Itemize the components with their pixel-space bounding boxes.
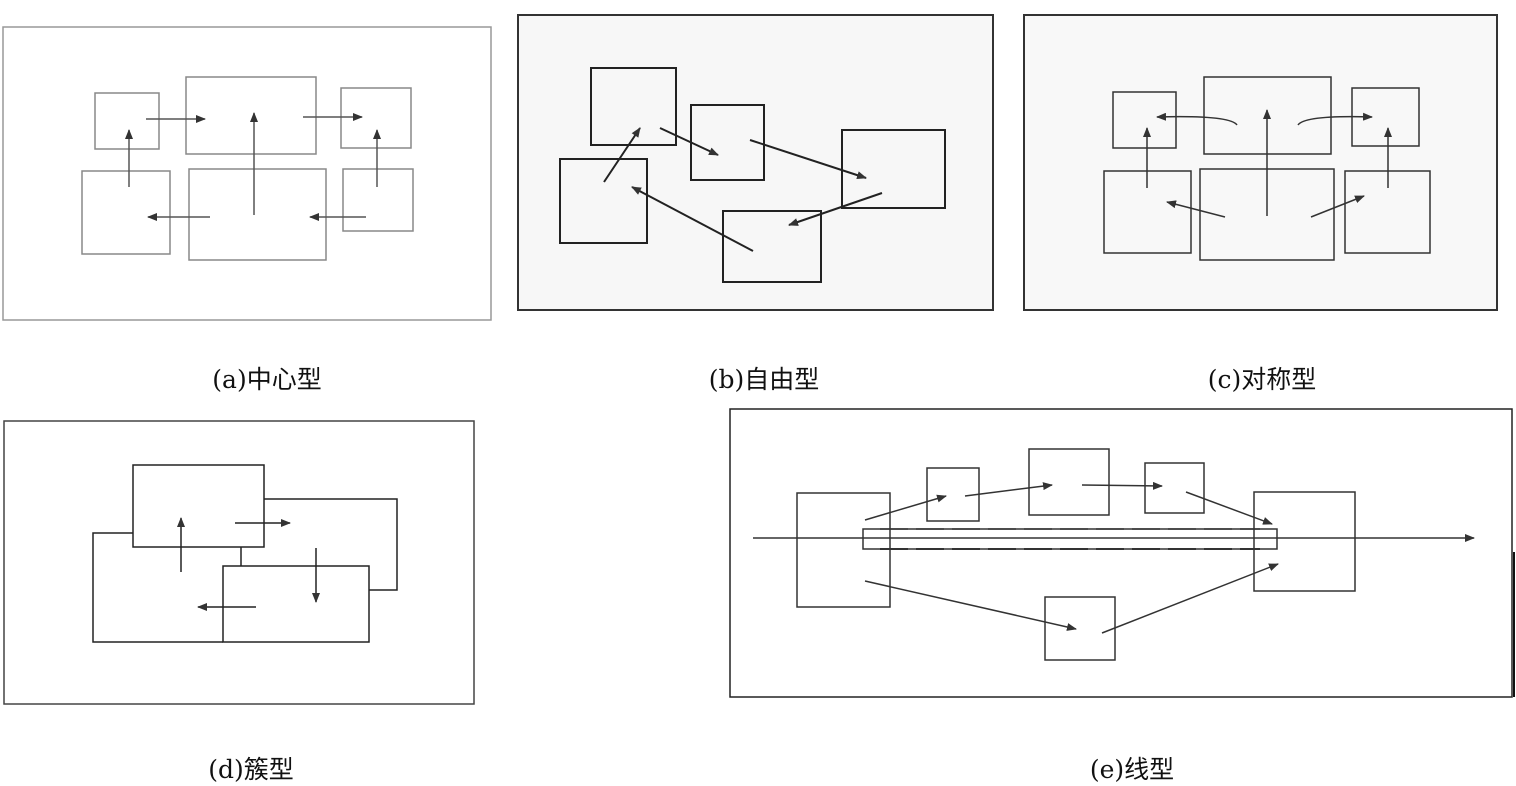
arrow xyxy=(788,192,883,226)
arrow xyxy=(659,127,719,156)
arrow xyxy=(749,139,867,179)
panel-e-linear xyxy=(729,408,1515,698)
box xyxy=(188,168,327,261)
arrow xyxy=(864,580,1077,631)
panel-frame xyxy=(2,26,492,321)
box xyxy=(132,464,265,548)
arrow xyxy=(1297,112,1373,126)
box xyxy=(185,76,317,155)
panel-d-cluster xyxy=(3,420,475,705)
arrow xyxy=(1101,563,1279,634)
caption-a: (a)中心型 xyxy=(212,365,322,394)
arrow xyxy=(1081,481,1163,490)
panel-c-symmetric xyxy=(1023,14,1498,311)
box xyxy=(1112,91,1177,149)
arrow xyxy=(1310,195,1365,218)
box xyxy=(81,170,171,255)
box xyxy=(94,92,160,150)
box xyxy=(841,129,946,209)
box xyxy=(340,87,412,149)
arrow xyxy=(964,482,1053,497)
arrow xyxy=(603,127,641,183)
arrow xyxy=(864,494,947,521)
box xyxy=(1044,596,1116,661)
box xyxy=(1144,462,1205,514)
arrow xyxy=(1166,200,1226,218)
box xyxy=(222,565,370,643)
box xyxy=(1028,448,1110,516)
box-outline xyxy=(264,498,398,591)
box xyxy=(722,210,822,283)
box xyxy=(559,158,648,244)
caption-b: (b)自由型 xyxy=(708,365,820,394)
box xyxy=(1253,491,1356,592)
caption-d: (d)簇型 xyxy=(208,755,294,784)
panel-frame xyxy=(517,14,994,311)
panel-frame xyxy=(729,408,1513,698)
box xyxy=(796,492,891,608)
panel-frame xyxy=(1023,14,1498,311)
corridor xyxy=(862,528,1278,550)
box xyxy=(342,168,414,232)
box-outline xyxy=(92,532,223,643)
caption-e: (e)线型 xyxy=(1089,755,1175,784)
box xyxy=(590,67,677,146)
arrow xyxy=(1156,112,1238,126)
caption-c: (c)对称型 xyxy=(1207,365,1317,394)
arrow xyxy=(631,186,754,252)
panel-a-central xyxy=(2,26,492,321)
arrow xyxy=(1185,491,1273,525)
panel-b-free xyxy=(517,14,994,311)
panel-frame xyxy=(3,420,475,705)
